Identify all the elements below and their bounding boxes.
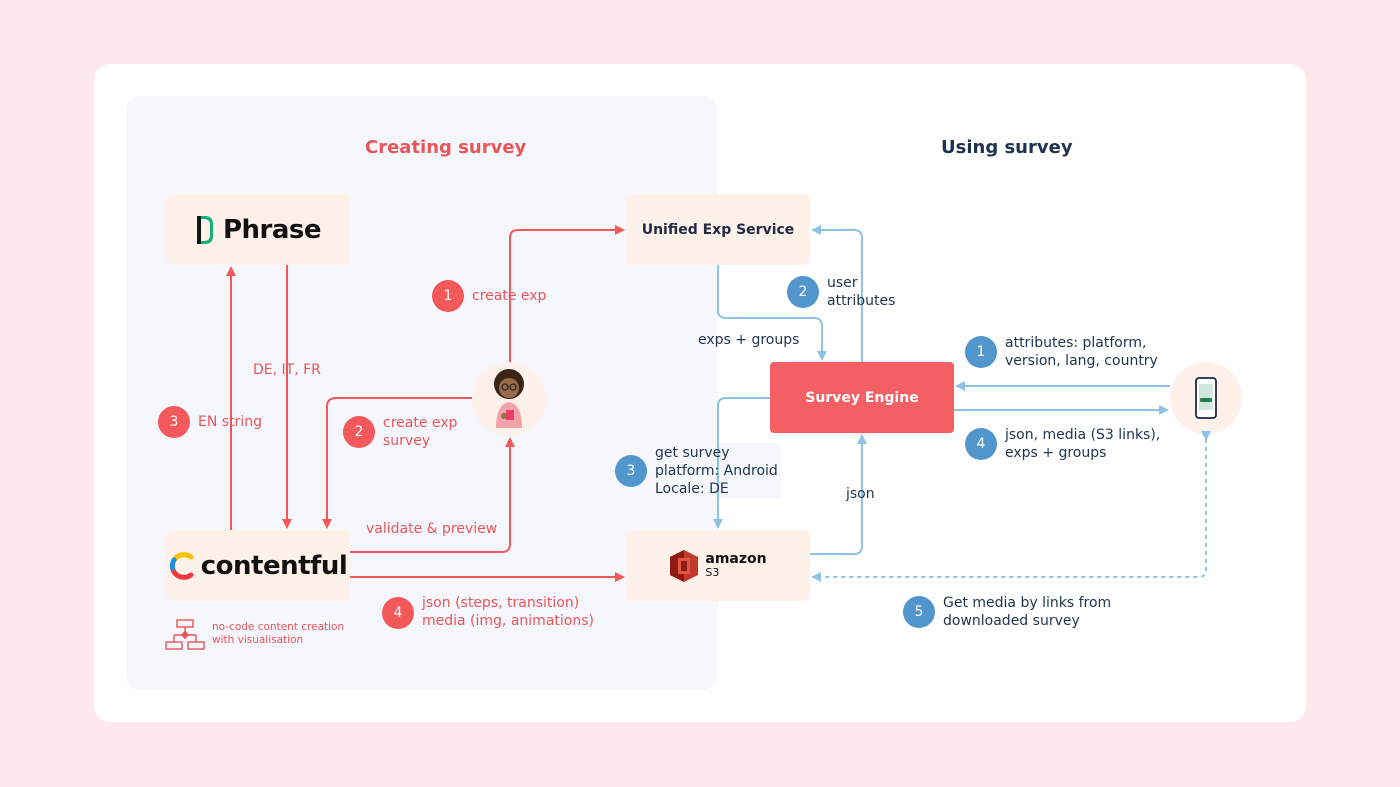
phrase-logo-icon — [196, 215, 213, 244]
get-survey-line-3: Locale: DE — [655, 481, 729, 497]
create-exp-label: create exp — [472, 288, 547, 304]
amazon-s3-box: amazon S3 — [626, 530, 810, 601]
step-badge-blue-5: 5 — [903, 596, 935, 628]
amazon-s3-wordmark: amazon S3 — [705, 552, 766, 580]
create-exp-survey-line-1: create exp — [383, 415, 458, 431]
json-steps-label: json (steps, transition) media (img, ani… — [422, 594, 594, 630]
person-avatar-icon — [494, 369, 524, 428]
get-survey-line-2: platform: Android — [655, 463, 778, 479]
get-survey-label-bg — [651, 443, 781, 499]
step-badge-blue-1: 1 — [965, 336, 997, 368]
json-steps-line-1: json (steps, transition) — [422, 595, 580, 611]
attributes-line-2: version, lang, country — [1005, 353, 1158, 369]
mobile-phone-icon — [1195, 377, 1217, 419]
json-media-line-2: exps + groups — [1005, 445, 1107, 461]
step-badge-red-3: 3 — [158, 406, 190, 438]
step-badge-blue-2: 2 — [787, 276, 819, 308]
user-attributes-label: user attributes — [827, 274, 895, 310]
en-string-label: EN string — [198, 414, 262, 430]
creating-survey-title: Creating survey — [365, 137, 527, 158]
phrase-box: Phrase — [166, 194, 350, 265]
contentful-label: contentful — [200, 550, 348, 581]
no-code-line-2: with visualisation — [212, 634, 304, 646]
json-label: json — [846, 486, 875, 502]
user-attributes-line-2: attributes — [827, 293, 896, 309]
json-media-label: json, media (S3 links), exps + groups — [1005, 426, 1160, 462]
json-steps-line-2: media (img, animations) — [422, 613, 594, 629]
contentful-logo-icon — [169, 551, 194, 580]
json-media-line-1: json, media (S3 links), — [1005, 427, 1161, 443]
user-attributes-line-1: user — [827, 275, 858, 291]
validate-preview-label: validate & preview — [366, 521, 498, 537]
no-code-line-1: no-code content creation — [212, 621, 345, 633]
using-survey-title: Using survey — [941, 137, 1073, 158]
no-code-note: no-code content creation with visualisat… — [212, 621, 344, 647]
languages-label: DE, IT, FR — [253, 362, 321, 378]
get-media-label: Get media by links from downloaded surve… — [943, 594, 1111, 630]
step-badge-red-2: 2 — [343, 416, 375, 448]
step-badge-red-1: 1 — [432, 280, 464, 312]
amazon-label: amazon — [705, 550, 767, 567]
attributes-label: attributes: platform, version, lang, cou… — [1005, 334, 1158, 370]
step-badge-blue-4: 4 — [965, 428, 997, 460]
survey-engine-label: Survey Engine — [805, 389, 919, 406]
flowchart-icon — [165, 619, 205, 650]
step-badge-red-4: 4 — [382, 597, 414, 629]
get-media-line-1: Get media by links from — [943, 595, 1112, 611]
aws-s3-icon — [670, 549, 699, 582]
step-badge-blue-3: 3 — [615, 455, 647, 487]
create-exp-survey-line-2: survey — [383, 433, 431, 449]
get-media-line-2: downloaded survey — [943, 613, 1080, 629]
contentful-box: contentful — [166, 530, 350, 601]
get-survey-label: get survey platform: Android Locale: DE — [655, 444, 778, 498]
phrase-label: Phrase — [222, 214, 322, 245]
attributes-line-1: attributes: platform, — [1005, 335, 1147, 351]
unified-exp-service-label: Unified Exp Service — [641, 221, 795, 238]
s3-label: S3 — [705, 565, 720, 579]
unified-exp-service-box: Unified Exp Service — [626, 194, 810, 265]
get-survey-line-1: get survey — [655, 445, 730, 461]
survey-engine-box: Survey Engine — [770, 362, 954, 433]
create-exp-survey-label: create exp survey — [383, 414, 457, 450]
exps-groups-label: exps + groups — [698, 332, 800, 348]
